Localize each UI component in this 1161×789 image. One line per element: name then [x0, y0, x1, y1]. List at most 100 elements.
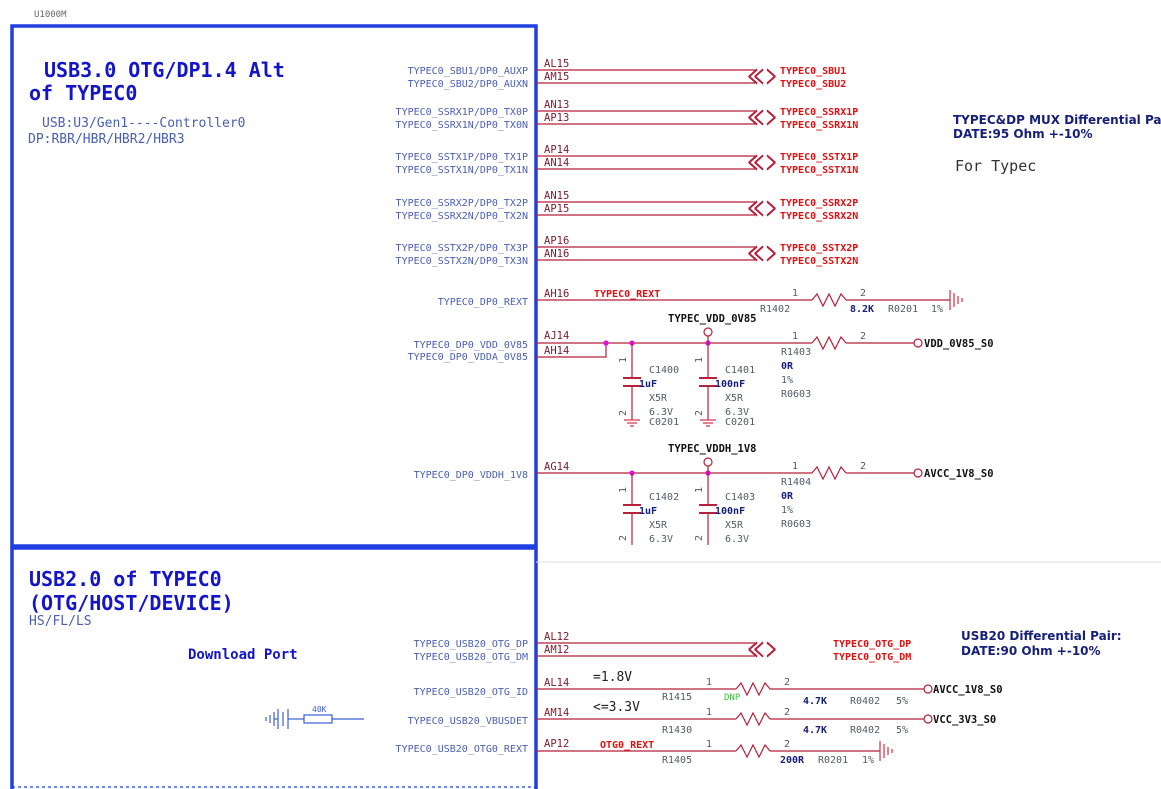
signal-offpage-chevron — [766, 154, 776, 170]
signal-offpage-chevron — [766, 69, 776, 85]
usb3-block-subtitle-line1: USB:U3/Gen1----Controller0 — [42, 116, 246, 131]
signal-offpage-chevron — [748, 155, 758, 171]
r1402-resistor — [811, 292, 847, 308]
capacitor-pin2: 2 — [618, 535, 629, 541]
capacitor-dielectric: X5R — [649, 393, 668, 404]
r1403-pin2: 2 — [860, 331, 866, 342]
r1403-package: R0603 — [781, 389, 811, 400]
usb2-block-title-line1: USB2.0 of TYPEC0 — [29, 567, 222, 591]
r1415-value: 4.7K — [803, 696, 827, 707]
signal-pin-no: AL15 — [544, 58, 569, 70]
signal-net-label: TYPEC0_SSRX2P — [780, 198, 858, 209]
usb2-block-box — [10, 546, 538, 789]
capacitor-pin2: 2 — [618, 410, 629, 416]
vddh-pin-name: TYPEC0_DP0_VDDH_1V8 — [414, 470, 528, 481]
signal-pin-no: AP15 — [544, 203, 569, 215]
signal-pin-no: AN14 — [544, 157, 569, 169]
usb3-block-title-line2: of TYPEC0 — [29, 81, 137, 105]
r1415-package: R0402 — [850, 696, 880, 707]
capacitor-package: C0201 — [649, 417, 679, 428]
signal-net-label: TYPEC0_SSRX1N — [780, 120, 858, 131]
r1405-ref: R1405 — [662, 755, 692, 766]
rext-pin-name: TYPEC0_DP0_REXT — [438, 297, 528, 308]
signal-pin-name: TYPEC0_SSTX2P/DP0_TX3P — [396, 243, 528, 254]
ground-icon — [265, 709, 289, 729]
r1402-package: R0201 — [888, 304, 918, 315]
capacitor-pin1: 1 — [694, 487, 705, 493]
signal-net-label: TYPEC0_OTG_DM — [833, 652, 911, 663]
r1402-pin2: 2 — [860, 288, 866, 299]
r1415-pin1: 1 — [706, 677, 712, 688]
r1403-value: 0R — [781, 361, 794, 372]
r1402-value: 8.2K — [850, 304, 874, 315]
capacitor-voltage: 6.3V — [725, 534, 749, 545]
vddh-port-icon — [913, 468, 923, 478]
capacitor-pin2: 2 — [694, 410, 705, 416]
vdd-pin-no2: AH14 — [544, 345, 569, 357]
signal-pin-name: TYPEC0_SBU2/DP0_AUXN — [408, 79, 528, 90]
for-typec-note: For Typec — [955, 157, 1036, 175]
capacitor-dielectric: X5R — [725, 520, 744, 531]
signal-offpage-chevron — [748, 200, 758, 216]
usb3-block-subtitle-line2: DP:RBR/HBR/HBR2/HBR3 — [28, 132, 185, 147]
signal-pin-no: AP16 — [544, 235, 569, 247]
signal-pin-group: TYPEC0_SBU1/DP0_AUXPAL15TYPEC0_SBU1TYPEC… — [396, 58, 912, 663]
otgid-condition: =1.8V — [593, 670, 632, 685]
r1405-pin2: 2 — [784, 739, 790, 750]
vbusdet-pin-name: TYPEC0_USB20_VBUSDET — [408, 716, 528, 727]
r1430-pin1: 1 — [706, 707, 712, 718]
r1403-pin1: 1 — [792, 331, 798, 342]
signal-pin-name: TYPEC0_SSRX2N/DP0_TX2N — [396, 211, 528, 222]
signal-pin-name: TYPEC0_USB20_OTG_DP — [414, 639, 528, 650]
r1404-resistor — [811, 465, 847, 481]
signal-offpage-chevron — [754, 109, 764, 125]
r1415-dnp: DNP — [724, 693, 741, 703]
signal-offpage-chevron — [748, 69, 758, 85]
signal-pin-no: AM15 — [544, 71, 569, 83]
signal-offpage-chevron — [754, 246, 764, 262]
signal-offpage-chevron — [754, 200, 764, 216]
vbusdet-port-label: VCC_3V3_S0 — [933, 714, 996, 726]
r1404-value: 0R — [781, 491, 794, 502]
r1402-ref: R1402 — [760, 304, 790, 315]
signal-offpage-chevron — [754, 154, 764, 170]
download-port-label: Download Port — [188, 647, 298, 663]
otgid-port-label: AVCC_1V8_S0 — [933, 684, 1003, 696]
vdd-pin-name2: TYPEC0_DP0_VDDA_0V85 — [408, 352, 528, 363]
capacitor-pin2: 2 — [694, 535, 705, 541]
signal-offpage-chevron — [766, 245, 776, 261]
capacitor-voltage: 6.3V — [649, 534, 673, 545]
capacitor-value: 1uF — [639, 379, 657, 390]
usb3-block-box — [10, 24, 538, 548]
r1415-ref: R1415 — [662, 692, 692, 703]
signal-net-label: TYPEC0_SSTX1P — [780, 152, 858, 163]
signal-offpage-chevron — [766, 641, 776, 657]
r1403-resistor — [811, 335, 847, 351]
capacitor-value: 100nF — [715, 379, 745, 390]
otgid-pin-no: AL14 — [544, 677, 569, 689]
signal-pin-name: TYPEC0_SSRX1N/DP0_TX0N — [396, 120, 528, 131]
otg0rext-pin-name: TYPEC0_USB20_OTG0_REXT — [396, 744, 528, 755]
signal-net-label: TYPEC0_SSRX2N — [780, 211, 858, 222]
r1430-tolerance: 5% — [896, 725, 908, 736]
vdd-pin-name1: TYPEC0_DP0_VDD_0V85 — [414, 340, 528, 351]
r1402-tolerance: 1% — [931, 304, 943, 315]
signal-offpage-chevron — [766, 201, 776, 217]
otg0rext-net-label: OTG0_REXT — [600, 740, 654, 751]
signal-offpage-chevron — [766, 642, 776, 658]
usb3-block-title-line1: USB3.0 OTG/DP1.4 Alt — [44, 58, 285, 82]
signal-pin-no: AP14 — [544, 144, 569, 156]
signal-offpage-chevron — [766, 110, 776, 126]
r1430-resistor — [735, 711, 771, 727]
signal-offpage-chevron — [748, 245, 758, 261]
signal-offpage-chevron — [766, 109, 776, 125]
r1404-tolerance: 1% — [781, 505, 793, 516]
signal-offpage-chevron — [754, 245, 764, 261]
r1402-pin1: 1 — [792, 288, 798, 299]
capacitor-pin1: 1 — [618, 487, 629, 493]
mux-pair-note: TYPEC&DP MUX Differential Pair: — [953, 113, 1161, 127]
ground-icon — [949, 290, 963, 310]
capacitor-pin1: 1 — [694, 357, 705, 363]
signal-pin-name: TYPEC0_SSTX1P/DP0_TX1P — [396, 152, 528, 163]
